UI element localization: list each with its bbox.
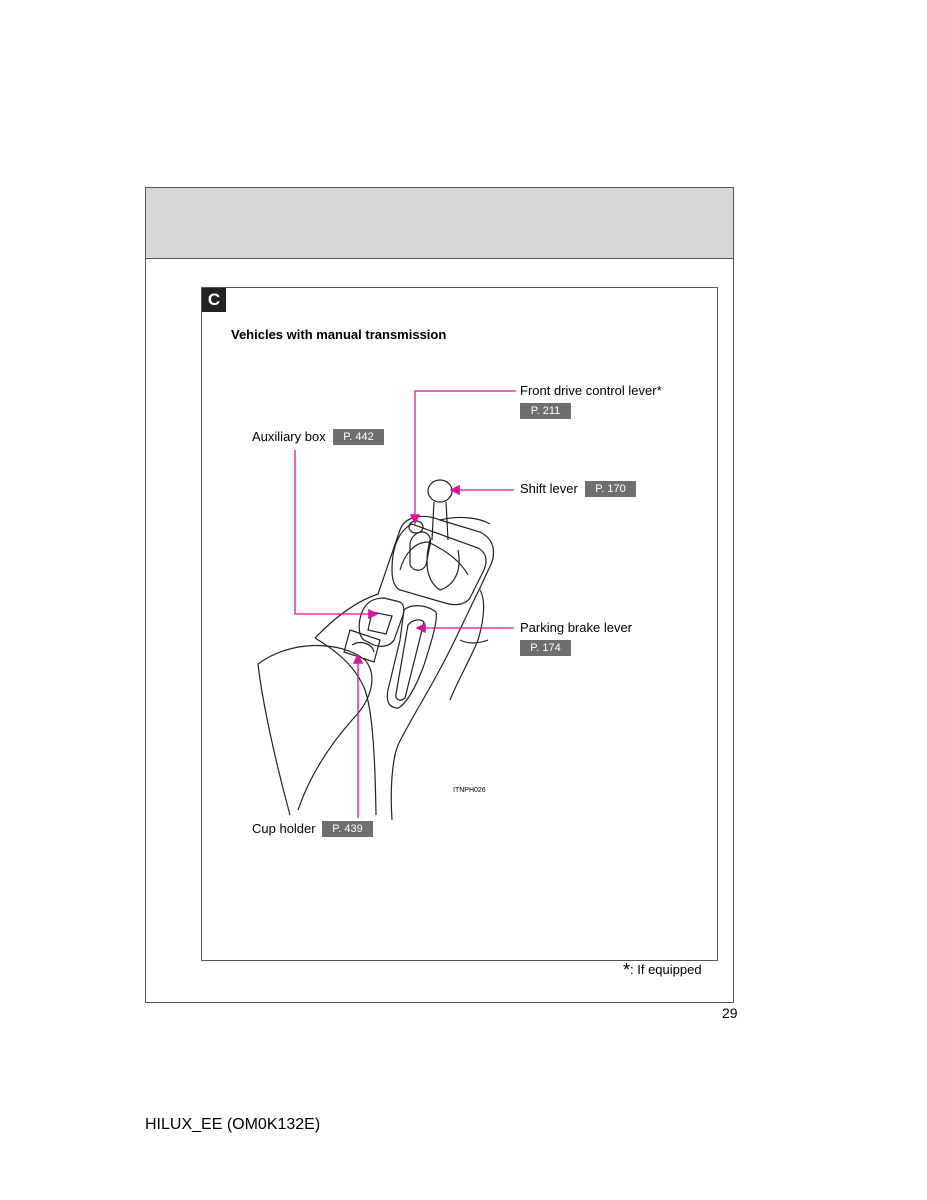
- auxiliary-box-ref: P. 442: [333, 429, 384, 445]
- figure-subtitle: Vehicles with manual transmission: [231, 327, 447, 342]
- section-badge: C: [202, 288, 226, 312]
- front-drive-lever-ref: P. 211: [520, 403, 571, 419]
- page-frame: [145, 187, 734, 1003]
- cup-holder-ref: P. 439: [322, 821, 373, 837]
- document-code: HILUX_EE (OM0K132E): [145, 1116, 321, 1133]
- shift-lever-ref: P. 170: [585, 481, 636, 497]
- shift-lever-label: Shift lever: [520, 481, 578, 496]
- asterisk-icon: *: [623, 960, 631, 980]
- footnote-text: : If equipped: [630, 962, 702, 977]
- figure-code: ITNPH026: [453, 787, 486, 794]
- auxiliary-box-label: Auxiliary box: [252, 429, 326, 444]
- asterisk-icon: *: [656, 383, 662, 398]
- cup-holder-label: Cup holder: [252, 821, 316, 836]
- front-drive-lever-label: Front drive control lever*: [520, 383, 662, 398]
- footnote: *: If equipped: [623, 960, 702, 981]
- parking-brake-lever-ref: P. 174: [520, 640, 571, 656]
- header-band: [146, 188, 733, 259]
- parking-brake-lever-label: Parking brake lever: [520, 620, 632, 635]
- figure-frame: [201, 287, 718, 961]
- page-number: 29: [722, 1005, 738, 1021]
